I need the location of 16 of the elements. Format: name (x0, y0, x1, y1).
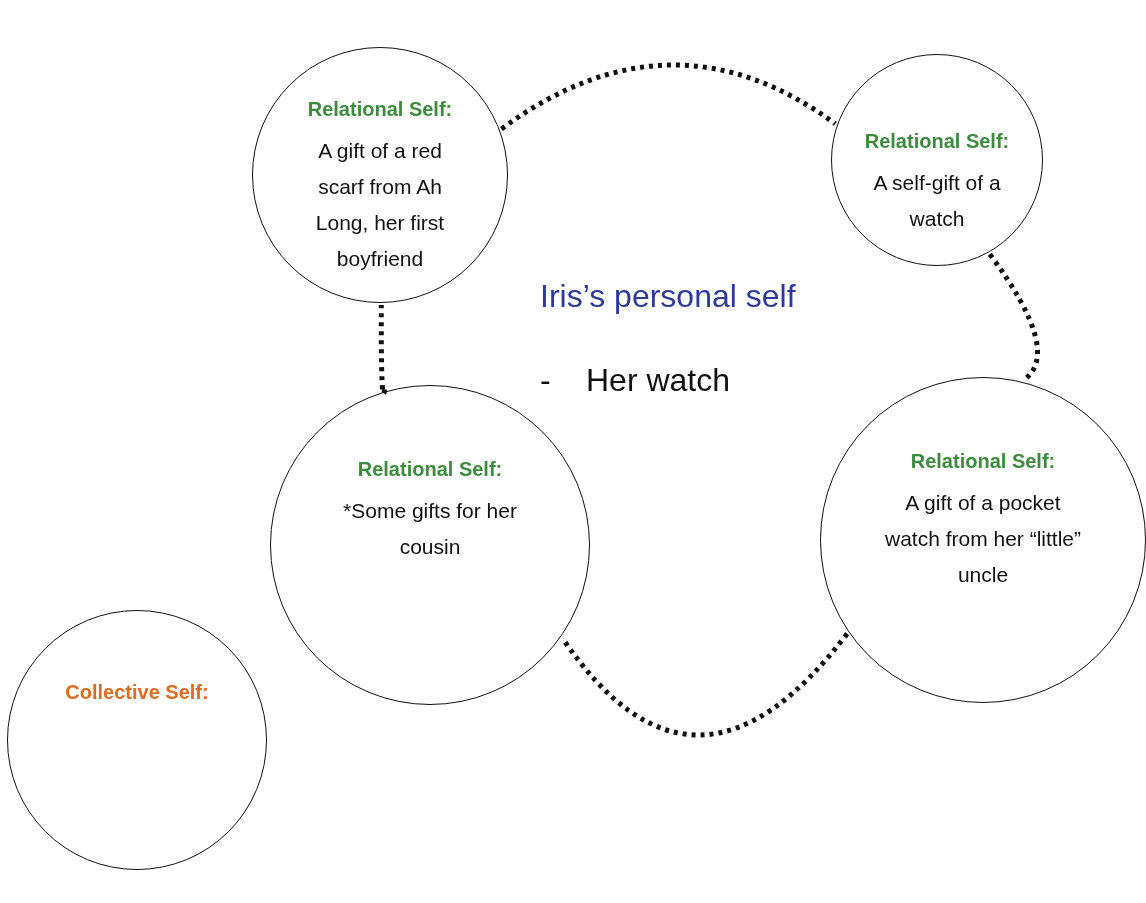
node-text: A gift of a red scarf from Ah Long, her first boyfriend (314, 138, 446, 272)
dash-mark: - (540, 361, 551, 400)
dotted-connector (560, 632, 850, 738)
center-title: Iris’s personal self (540, 277, 796, 316)
node-heading: Relational Self: (357, 458, 503, 481)
dotted-connector (500, 62, 837, 131)
node-heading: Relational Self: (910, 450, 1056, 473)
dotted-connector (378, 305, 388, 395)
node-heading: Relational Self: (307, 98, 453, 121)
center-text: Her watch (586, 361, 732, 400)
node-text: A gift of a pocket watch from her “little” uncle (883, 490, 1082, 588)
node-text: A self-gift of a watch (872, 170, 1002, 232)
node-text: *Some gifts for her cousin (342, 498, 518, 560)
node-heading: Relational Self: (864, 130, 1010, 153)
node-heading: Collective Self: (65, 681, 209, 704)
dotted-connector (987, 252, 1040, 382)
